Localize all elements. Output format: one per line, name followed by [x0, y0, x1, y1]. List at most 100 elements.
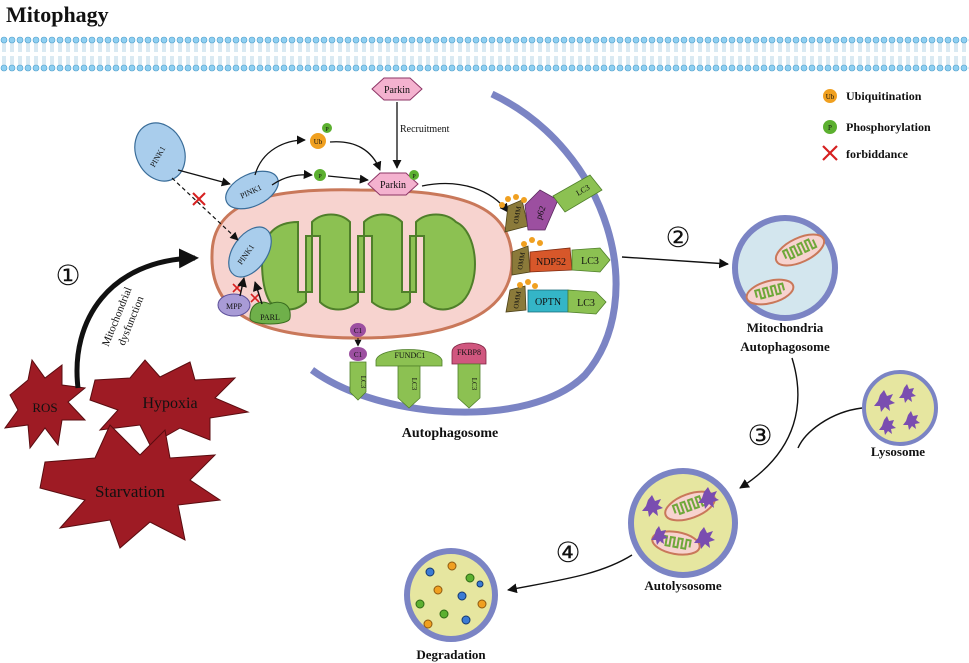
lysosome [862, 370, 938, 446]
cell-membrane [0, 36, 969, 72]
hypoxia-burst-icon [89, 359, 250, 446]
legend: Ub Ubiquitination P Phosphorylation forb… [822, 89, 931, 161]
parkin-active [367, 172, 419, 196]
mito-autophagosome-label-line1: Mitochondria [747, 320, 824, 335]
legend-ubiquitination: Ubiquitination [846, 89, 922, 103]
step-2-arrow [621, 256, 729, 269]
autolysosome-enzyme-3 [694, 527, 715, 549]
mitochondrion [210, 188, 514, 340]
lc3-fkbp8-label: LC3 [470, 378, 478, 391]
fkbp8-lc3-complex: FKBP8 LC3 [451, 342, 487, 409]
enzyme-4 [879, 416, 896, 435]
ub-phospho-badge: P [325, 127, 329, 133]
page-title: Mitophagy [6, 2, 109, 27]
omm-p62-label: OMM [512, 205, 523, 224]
ndp52-label: NDP52 [536, 257, 566, 268]
ros-label: ROS [32, 400, 57, 415]
recruitment-label: Recruitment [400, 124, 450, 135]
ubiquitin-legend-icon [823, 89, 837, 103]
forbid-import-icon [192, 192, 206, 206]
ub-to-parkin-arrow [329, 141, 382, 171]
lc3-optn-label: LC3 [577, 298, 595, 309]
degradation [404, 548, 498, 642]
lc3-c1-label: LC3 [359, 376, 367, 389]
fundc1-lc3-complex: FUNDC1 LC3 [375, 349, 443, 409]
parl-arrow [253, 281, 263, 305]
starvation-burst-icon [39, 424, 222, 549]
phospho-legend-icon [823, 120, 837, 134]
lc3-ndp52-label: LC3 [581, 256, 599, 267]
p-badge-text: P [828, 124, 832, 132]
c1-lc3-complex: C1 C1 LC3 [349, 323, 367, 401]
step-4-label: ④ [555, 538, 580, 569]
enzyme-1 [874, 390, 895, 412]
receptor-p62-complex: OMM p62 LC3 [499, 174, 603, 233]
c1-lower [349, 347, 367, 361]
receptor-optn-complex: OMM OPTN LC3 [505, 279, 607, 315]
mito-autophagosome [732, 215, 838, 321]
phospho-badge: P [318, 174, 322, 180]
parl-label: PARL [260, 313, 280, 322]
pink1-to-ub-arrow [254, 135, 306, 176]
ub-icon [310, 133, 326, 149]
degradation-label: Degradation [416, 647, 486, 662]
pink1-import-dashed [171, 177, 239, 241]
omm-ndp52 [511, 245, 531, 276]
pink1-imported [228, 226, 272, 278]
forbid-parl-icon [250, 293, 260, 303]
lc3-p62 [552, 174, 603, 213]
ub-badge: Ub [314, 138, 323, 146]
lc3-c1 [349, 361, 367, 401]
parkin-cytosolic [371, 77, 423, 101]
lc3-fkbp8 [457, 363, 481, 409]
fragments [415, 561, 487, 629]
starvation-label: Starvation [95, 482, 165, 501]
parkin-cytosolic-label: Parkin [384, 85, 410, 96]
omm-ndp52-label: OMM [516, 251, 527, 270]
lc3-optn [567, 289, 607, 315]
pink1-to-p-arrow [271, 169, 313, 186]
engulfed-mito-2 [745, 278, 795, 306]
step-2-label: ② [665, 223, 690, 254]
p62-protein [524, 189, 559, 231]
omm-optn-label: OMM [512, 290, 523, 309]
p62-label: p62 [533, 205, 547, 221]
step-3-arrow-from-lysosome [797, 407, 863, 449]
legend-phosphorylation: Phosphorylation [846, 120, 931, 134]
pink1-stabilized [225, 170, 279, 210]
mpp-arrow [237, 277, 247, 297]
mpp-protease [217, 293, 251, 317]
mito-cristae [260, 213, 476, 311]
hypoxia-label: Hypoxia [142, 395, 197, 412]
step-1-label: ① [55, 261, 80, 292]
lc3-ndp52 [571, 247, 611, 273]
autophagosome-arc [309, 90, 620, 416]
legend-forbiddance: forbiddance [846, 147, 909, 161]
mpp-label: MPP [226, 302, 243, 311]
autolysosome [628, 468, 738, 578]
autolysosome-enzyme-4 [651, 526, 668, 545]
autophagosome-label: Autophagosome [402, 426, 498, 441]
stressors: ROS Hypoxia Starvation [3, 358, 250, 549]
parkin-phospho-icon [409, 170, 419, 180]
step-3-label: ③ [747, 421, 772, 452]
lc3-fundc1-label: LC3 [410, 378, 418, 391]
ub-badge-text: Ub [826, 93, 835, 101]
parkin-phospho-badge: P [412, 174, 416, 180]
ros-burst-icon [3, 358, 87, 450]
p-to-parkin-arrow [327, 174, 369, 184]
c1-upper-label: C1 [354, 327, 363, 335]
enzyme-2 [899, 384, 916, 403]
parkin-active-label: Parkin [380, 180, 406, 191]
autolysosome-enzyme-2 [698, 487, 719, 509]
lc3-fundc1 [397, 365, 421, 409]
omm-optn [505, 285, 527, 313]
engulfed-mito-1 [774, 233, 826, 267]
autolysosome-label: Autolysosome [644, 578, 722, 593]
step-3-arrow-from-mito [739, 357, 799, 489]
phospho-icon [314, 169, 326, 181]
step-4-arrow [507, 554, 633, 594]
mito-autophagosome-label-line2: Autophagosome [740, 339, 830, 354]
ub-phospho-icon [322, 123, 332, 133]
